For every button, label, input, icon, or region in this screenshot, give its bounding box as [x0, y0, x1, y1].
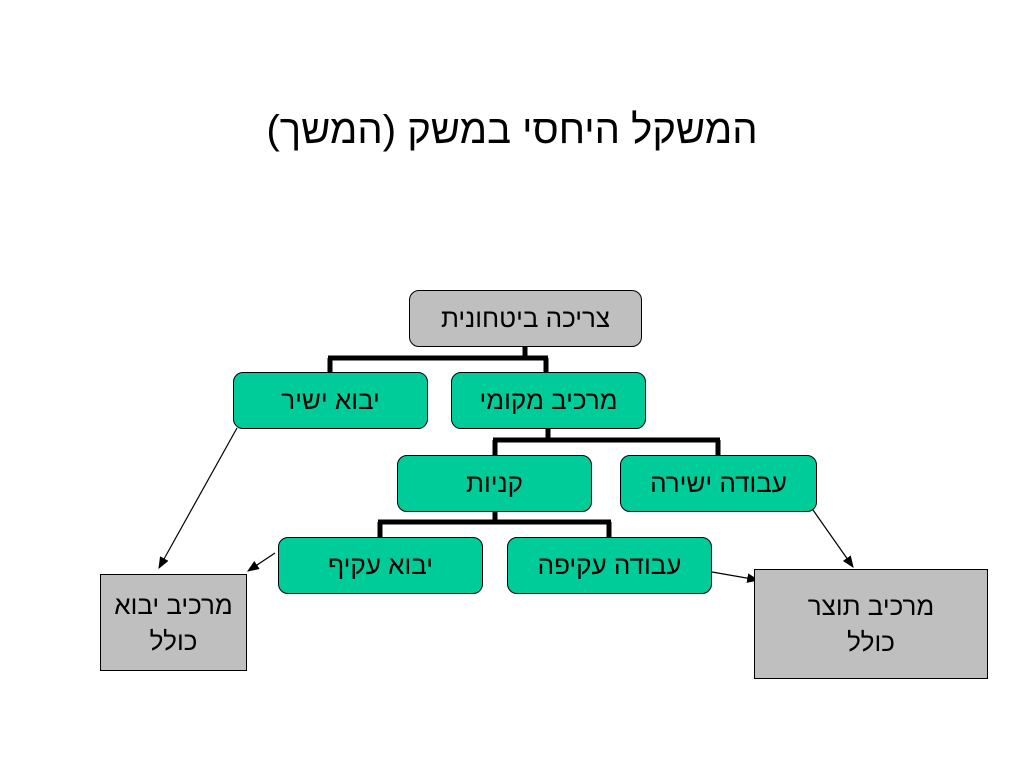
node-direct-labor-label: עבודה ישירה [650, 468, 787, 498]
node-defense-consumption-label: צריכה ביטחונית [440, 303, 611, 333]
node-direct-import-label: יבוא ישיר [281, 385, 380, 415]
node-direct-labor: עבודה ישירה [620, 455, 817, 512]
node-local-component: מרכיב מקומי [451, 372, 646, 429]
node-indirect-labor: עבודה עקיפה [507, 537, 712, 594]
node-indirect-import: יבוא עקיף [278, 537, 483, 594]
node-total-product-line1: מרכיב תוצר [807, 591, 935, 621]
node-purchases-label: קניות [466, 468, 523, 498]
node-total-product: מרכיב תוצר כולל [754, 569, 988, 679]
tree-connector-root [327, 347, 549, 372]
arrow-connectors [158, 427, 854, 583]
node-total-import-line2: כולל [149, 625, 198, 656]
node-direct-import: יבוא ישיר [233, 372, 428, 429]
node-defense-consumption: צריכה ביטחונית [409, 290, 642, 347]
tree-connector-local [492, 429, 721, 455]
node-indirect-import-label: יבוא עקיף [328, 550, 433, 580]
node-total-import: מרכיב יבוא כולל [100, 574, 247, 671]
tree-connector-purchases [377, 512, 612, 537]
node-total-import-line1: מרכיב יבוא [114, 589, 233, 620]
slide-title: המשקל היחסי במשק (המשך) [266, 108, 758, 152]
node-purchases: קניות [397, 455, 592, 512]
node-total-product-line2: כולל [847, 627, 895, 657]
node-local-component-label: מרכיב מקומי [479, 385, 618, 415]
node-indirect-labor-label: עבודה עקיפה [537, 550, 682, 580]
